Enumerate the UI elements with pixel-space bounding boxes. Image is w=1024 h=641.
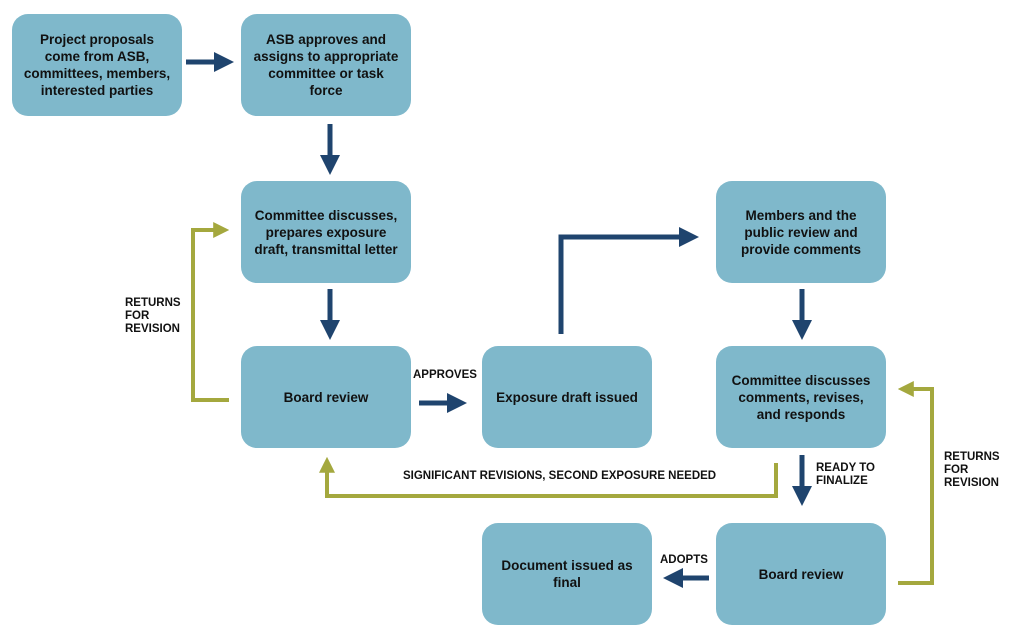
label-returns-right: RETURNS FOR REVISION [944, 451, 1000, 489]
label-approves: APPROVES [413, 369, 477, 381]
node-committee-responds: Committee discusses comments, revises, a… [716, 346, 886, 448]
label-significant-revisions: SIGNIFICANT REVISIONS, SECOND EXPOSURE N… [403, 470, 717, 482]
node-asb-assigns: ASB approves and assigns to appropriate … [241, 14, 411, 116]
node-exposure-issued: Exposure draft issued [482, 346, 652, 448]
node-board-review-1: Board review [241, 346, 411, 448]
label-returns-left: RETURNS FOR REVISION [125, 297, 181, 335]
arrow-returns-left [191, 222, 230, 402]
label-ready-to-finalize: READY TO FINALIZE [816, 462, 876, 487]
node-committee-drafts: Committee discusses, prepares exposure d… [241, 181, 411, 283]
node-public-review: Members and the public review and provid… [716, 181, 886, 283]
node-proposals: Project proposals come from ASB, committ… [12, 14, 182, 116]
arrow-exposure-to-public [558, 227, 699, 334]
label-adopts: ADOPTS [660, 554, 708, 566]
node-final-issued: Document issued as final [482, 523, 652, 625]
node-board-review-2: Board review [716, 523, 886, 625]
arrow-returns-right [897, 381, 934, 585]
